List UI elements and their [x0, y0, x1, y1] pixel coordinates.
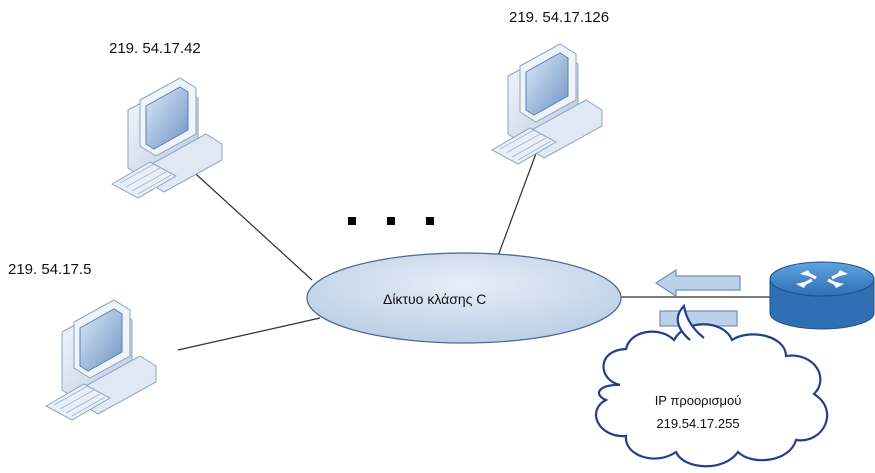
host-a-computer-icon	[111, 77, 223, 199]
link-host-a	[174, 154, 313, 281]
host-c-computer-icon	[45, 299, 157, 421]
host-a-ip-label: 219. 54.17.42	[109, 40, 201, 57]
ellipsis-dots	[348, 217, 434, 225]
router-icon	[769, 261, 875, 330]
cloud-line2: 219.54.17.255	[656, 416, 740, 431]
network-ellipse	[306, 252, 622, 344]
network-label: Δίκτυο κλάσης C	[383, 291, 487, 307]
cloud-line1: IP προορισμού	[654, 393, 742, 408]
left-arrow-icon	[654, 268, 741, 298]
cloud-callout	[594, 303, 829, 468]
host-b-computer-icon	[491, 43, 603, 165]
host-c-ip-label: 219. 54.17.5	[8, 261, 92, 278]
link-host-b	[497, 147, 539, 257]
link-host-c	[177, 317, 321, 351]
host-b-ip-label: 219. 54.17.126	[509, 9, 610, 26]
